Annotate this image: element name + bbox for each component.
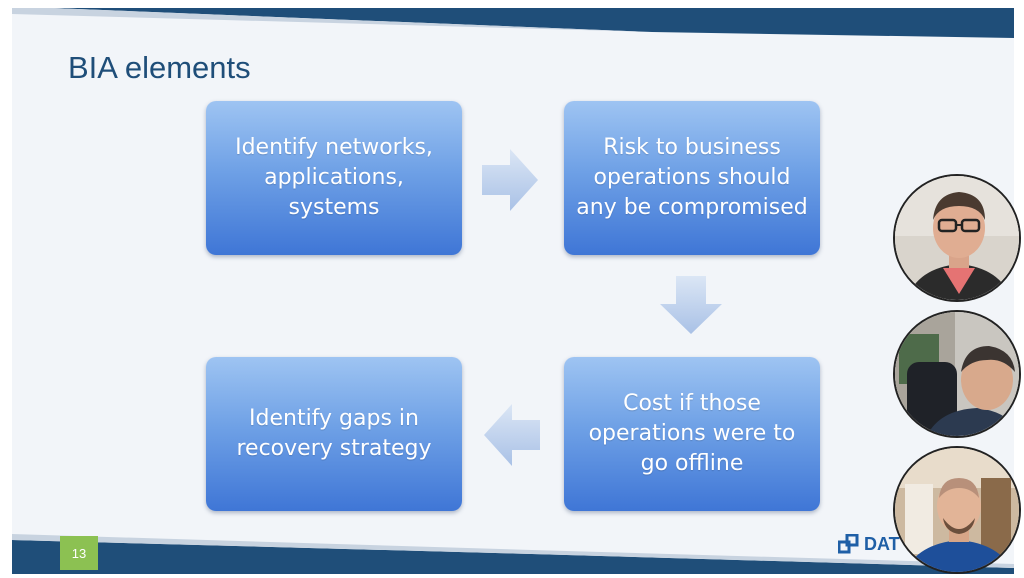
- bottom-accent-band: [12, 534, 1014, 574]
- flow-box-identify-gaps: Identify gaps in recovery strategy: [206, 357, 462, 511]
- flow-arrow-icon: [482, 149, 538, 211]
- flow-arrow-icon: [660, 276, 722, 334]
- company-logo: DAT: [838, 532, 900, 556]
- flow-box-risk: Risk to business operations should any b…: [564, 101, 820, 255]
- logo-text: DAT: [864, 533, 900, 554]
- flow-arrow-icon: [484, 404, 540, 466]
- flow-box-label: Identify gaps in recovery strategy: [236, 406, 432, 461]
- participant-avatar: [895, 448, 1019, 572]
- participant-avatar: [895, 176, 1019, 300]
- flow-box-label: Risk to business operations should any b…: [576, 135, 808, 220]
- page-number-badge: 13: [60, 536, 98, 570]
- presentation-slide: BIA elements Identify networks, applicat…: [12, 8, 1014, 574]
- flow-box-cost: Cost if those operations were to go offl…: [564, 357, 820, 511]
- flow-box-label: Cost if those operations were to go offl…: [588, 391, 796, 476]
- slide-title: BIA elements: [68, 50, 251, 85]
- participant-video-3[interactable]: [893, 446, 1021, 574]
- participant-video-2[interactable]: [893, 310, 1021, 438]
- logo-mark-icon: [838, 534, 859, 554]
- flow-box-identify-networks: Identify networks, applications, systems: [206, 101, 462, 255]
- top-accent-band: [12, 8, 1014, 38]
- flow-box-label: Identify networks, applications, systems: [235, 135, 433, 220]
- participant-video-1[interactable]: [893, 174, 1021, 302]
- participant-avatar: [895, 312, 1019, 436]
